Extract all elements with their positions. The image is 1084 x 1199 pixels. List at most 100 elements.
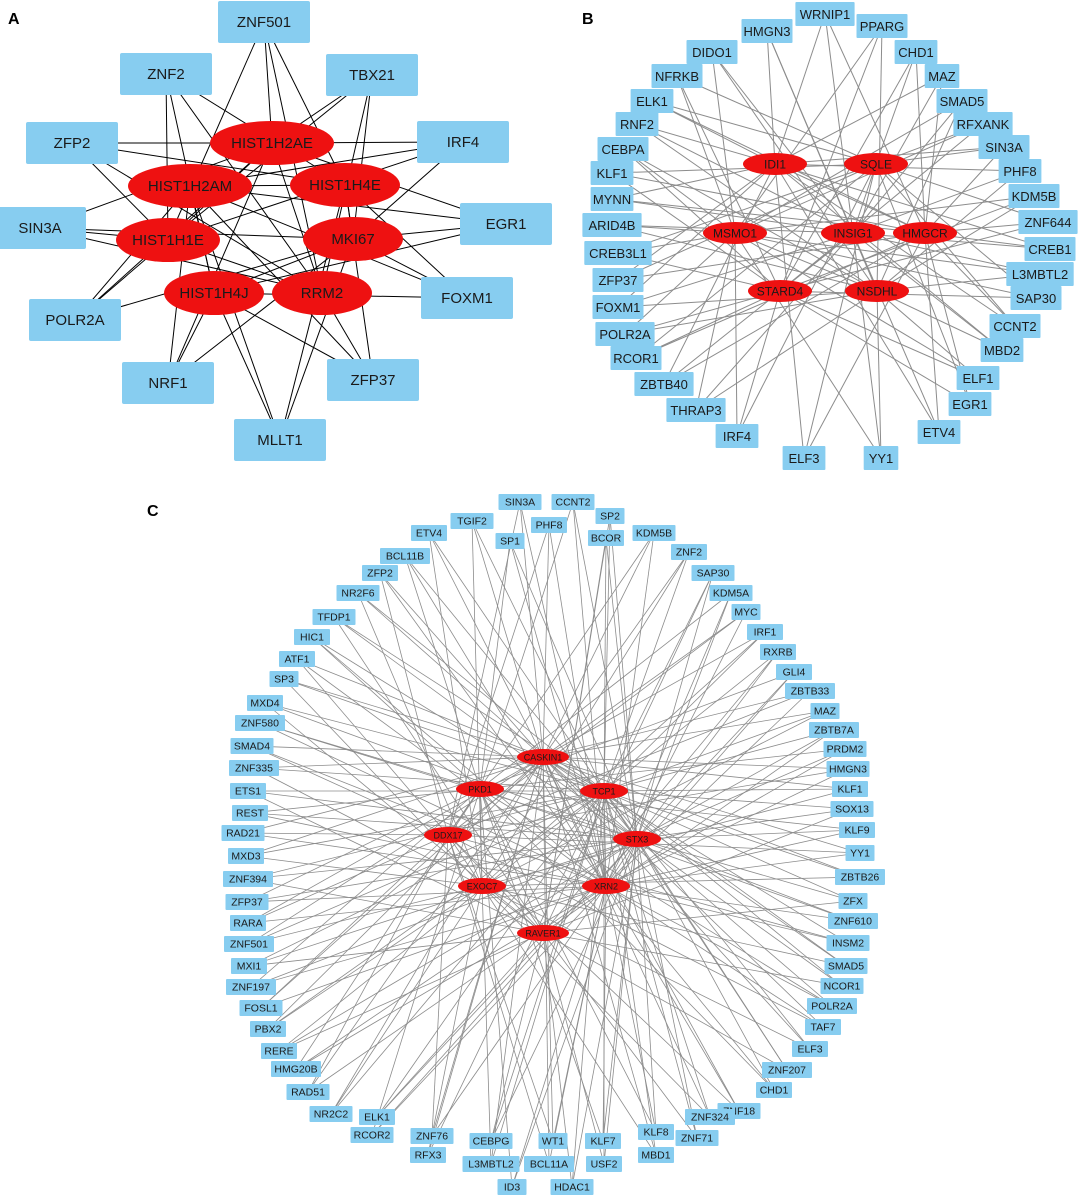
- hub-node-a-rrm2: RRM2: [272, 271, 372, 315]
- edge-b-maz-idi1: [774, 75, 943, 165]
- tf-node-c-nr2c2: NR2C2: [309, 1106, 353, 1122]
- tf-node-c-zfp2: ZFP2: [362, 565, 398, 581]
- edge-b-rcor1-sqle: [635, 163, 877, 359]
- tf-box-c-znf501: [224, 936, 274, 952]
- tf-box-a-tbx21: [326, 54, 418, 96]
- tf-label-c-mxd4: MXD4: [250, 698, 279, 710]
- tf-node-c-elf3: ELF3: [792, 1041, 828, 1057]
- hub-ellipse-a-hist1h4j: [164, 271, 264, 315]
- tf-node-c-chd1: CHD1: [756, 1082, 792, 1098]
- edge-c-nr2c2-tcp1: [330, 790, 605, 1115]
- edge-c-sap30-raver1: [542, 572, 714, 934]
- hub-node-c-stx3: STX3: [613, 831, 661, 847]
- tf-box-c-hdac1: [550, 1179, 594, 1195]
- tf-label-a-foxm1: FOXM1: [441, 290, 493, 307]
- tf-label-c-hic1: HIC1: [300, 632, 324, 644]
- tf-label-c-id3: ID3: [504, 1182, 521, 1194]
- tf-node-c-klf1: KLF1: [832, 781, 868, 797]
- edge-b-nfrkb-msmo1: [676, 75, 736, 234]
- tf-box-b-ccnt2: [989, 314, 1041, 338]
- tf-label-c-tfdp1: TFDP1: [317, 612, 350, 624]
- tf-box-b-sin3a: [978, 135, 1030, 159]
- edge-c-znf335-tcp1: [253, 767, 605, 792]
- tf-label-c-wt1: WT1: [542, 1136, 564, 1148]
- tf-node-b-dido1: DIDO1: [686, 40, 738, 64]
- tf-box-c-id3: [497, 1179, 527, 1195]
- edge-b-yy1-nsdhl: [876, 290, 882, 459]
- edge-b-yy1-insig1: [852, 232, 882, 459]
- edge-c-hdac1-tcp1: [571, 790, 605, 1188]
- tf-node-c-bcl11b: BCL11B: [380, 548, 430, 564]
- tf-box-b-rcor1: [610, 346, 662, 370]
- tf-node-c-znf324: ZNF324: [685, 1109, 735, 1125]
- tf-box-c-sp1: [495, 533, 525, 549]
- tf-label-c-gli4: GLI4: [783, 667, 806, 679]
- edge-c-tgif2-exoc7: [471, 520, 483, 887]
- tf-box-c-hmgn3: [826, 761, 870, 777]
- edge-c-bcl11a-xrn2: [548, 885, 607, 1165]
- tf-node-b-chd1: CHD1: [894, 40, 938, 64]
- edge-b-idi1-hmgcr: [774, 163, 926, 234]
- tf-label-c-zbtb26: ZBTB26: [841, 872, 880, 884]
- edge-c-mxi1-raver1: [248, 932, 544, 967]
- tf-box-c-rara: [230, 915, 266, 931]
- tf-box-c-cebpg: [469, 1133, 513, 1149]
- tf-box-c-bcor: [588, 530, 624, 546]
- edge-c-bcor-tcp1: [603, 537, 607, 792]
- hub-ellipse-c-raver1: [517, 925, 569, 941]
- tf-node-c-sp3: SP3: [269, 671, 299, 687]
- edge-b-zbtb40-idi1: [663, 163, 776, 385]
- edge-c-gli4-pkd1: [479, 671, 795, 790]
- tf-node-b-mbd2: MBD2: [980, 338, 1024, 362]
- edge-c-ccnt2-xrn2: [572, 501, 607, 887]
- tf-label-b-foxm1: FOXM1: [596, 300, 641, 315]
- edge-b-hmgn3-idi1: [766, 30, 776, 165]
- edge-c-rcor2-xrn2: [371, 885, 607, 1136]
- edge-b-mbd2-insig1: [852, 232, 1003, 351]
- tf-box-c-smad5: [824, 958, 868, 974]
- edge-c-znf335-exoc7: [253, 767, 483, 887]
- tf-label-b-elf3: ELF3: [788, 451, 819, 466]
- tf-box-b-yy1: [863, 446, 899, 470]
- edge-b-irf4-sqle: [736, 163, 877, 437]
- tf-label-c-sp2: SP2: [600, 511, 620, 523]
- hub-label-a-hist1h4e: HIST1H4E: [309, 177, 381, 194]
- tf-label-c-prdm2: PRDM2: [827, 744, 864, 756]
- edge-c-klf8-xrn2: [605, 885, 657, 1133]
- tf-box-c-zbtb33: [785, 683, 835, 699]
- tf-label-b-egr1: EGR1: [952, 397, 987, 412]
- edge-c-hic1-xrn2: [311, 636, 607, 887]
- edge-c-sap30-tcp1: [603, 572, 714, 792]
- tf-label-c-phf8: PHF8: [536, 520, 563, 532]
- tf-label-b-irf4: IRF4: [723, 429, 751, 444]
- tf-node-c-sap30: SAP30: [691, 565, 735, 581]
- edge-b-foxm1-nsdhl: [617, 290, 878, 308]
- edge-c-id3-pkd1: [479, 788, 513, 1188]
- hub-ellipse-c-stx3: [613, 831, 661, 847]
- tf-box-c-tgif2: [450, 513, 494, 529]
- tf-node-c-smad5: SMAD5: [824, 958, 868, 974]
- tf-label-c-kdm5b: KDM5B: [636, 528, 672, 540]
- tf-node-c-zbtb26: ZBTB26: [835, 869, 885, 885]
- edge-c-smad5-exoc7: [481, 885, 847, 967]
- tf-box-c-zbtb26: [835, 869, 885, 885]
- tf-label-c-myc: MYC: [734, 607, 758, 619]
- tf-label-c-rfx3: RFX3: [415, 1150, 442, 1162]
- edge-c-sp2-stx3: [609, 515, 638, 840]
- tf-box-b-kdm5b: [1008, 184, 1060, 208]
- edge-b-dido1-insig1: [711, 51, 854, 234]
- edge-c-tfdp1-raver1: [333, 616, 544, 934]
- tf-box-c-usf2: [586, 1156, 622, 1172]
- hub-ellipse-b-insig1: [821, 222, 885, 244]
- edge-c-mbd1-caskin1: [542, 756, 657, 1156]
- tf-label-c-usf2: USF2: [591, 1159, 618, 1171]
- tf-node-c-rara: RARA: [230, 915, 266, 931]
- hub-node-c-ddx17: DDX17: [424, 827, 472, 843]
- tf-box-c-kdm5b: [632, 525, 676, 541]
- tf-label-c-mxd3: MXD3: [231, 851, 260, 863]
- tf-label-c-zfp37: ZFP37: [231, 897, 263, 909]
- tf-node-c-rad51: RAD51: [286, 1084, 330, 1100]
- tf-node-c-rfx3: RFX3: [410, 1147, 446, 1163]
